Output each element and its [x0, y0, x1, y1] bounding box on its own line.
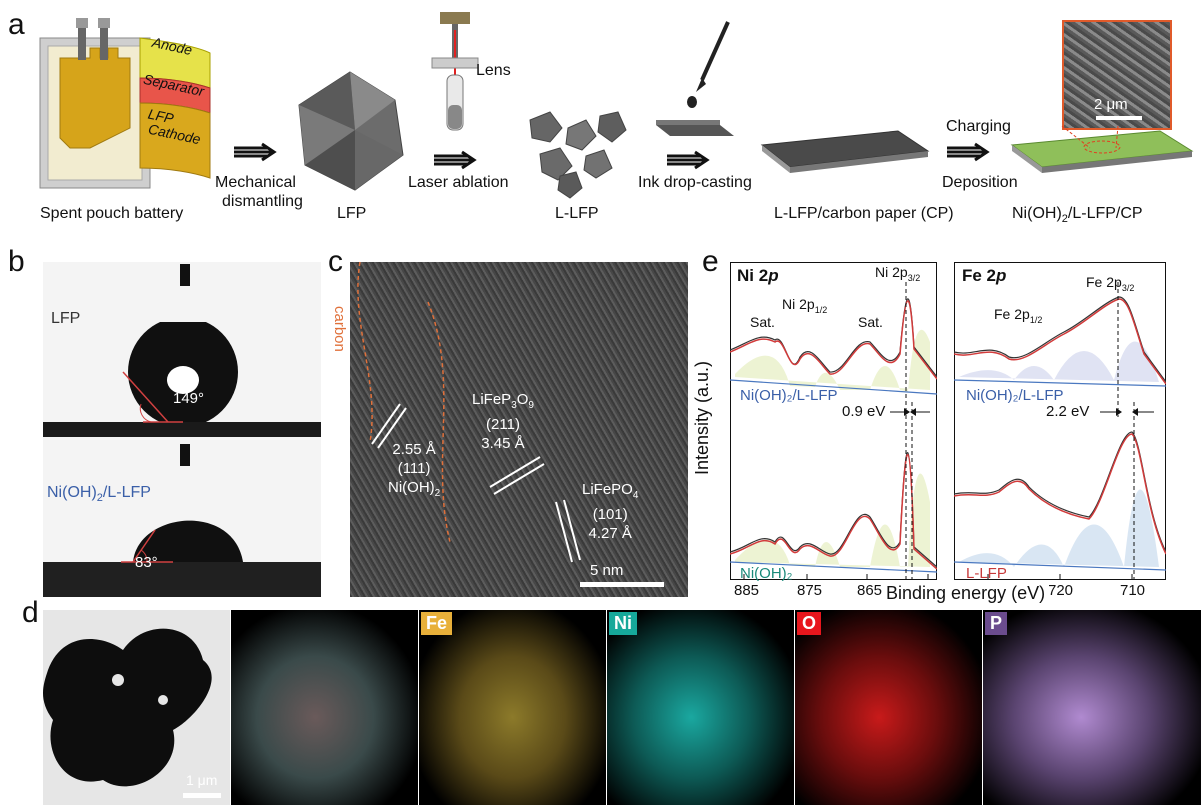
laser-setup-illustration — [431, 12, 479, 131]
o-badge: O — [797, 612, 822, 635]
step-dismantling: dismantling — [222, 193, 303, 210]
ni-shift: 0.9 eV — [842, 403, 886, 420]
arrow-icon — [947, 142, 990, 162]
fe-badge: Fe — [421, 612, 453, 635]
nioh2-contact-angle: 83° — [135, 554, 158, 571]
panel-label-a: a — [8, 8, 25, 41]
hrtem-scale-label: 5 nm — [590, 562, 624, 579]
caption-final: Ni(OH)2/L-LFP/CP — [1012, 205, 1143, 226]
p-map: P — [983, 610, 1201, 805]
arrow-icon — [667, 150, 710, 170]
overlay-map — [231, 610, 418, 805]
fe-2p12-label: Fe 2p1/2 — [994, 306, 1043, 325]
tem-particle — [43, 628, 212, 787]
arrow-icon — [234, 142, 277, 162]
lfp-particle-illustration — [298, 71, 404, 191]
ni-tick-885: 885 — [734, 582, 760, 599]
ni-badge: Ni — [609, 612, 637, 635]
carbon-paper-illustration — [760, 130, 930, 173]
fe-bottom-sample: L-LFP — [966, 565, 1007, 582]
fe-2p32-label: Fe 2p3/2 — [1086, 274, 1135, 293]
caption-l-lfp: L-LFP — [555, 205, 599, 222]
ni-bottom-sample: Ni(OH)₂ — [740, 565, 793, 582]
zoom-lines — [1061, 126, 1119, 149]
contact-angle-panel: LFP 149° Ni(OH)2/L-LFP 83° — [43, 262, 321, 597]
caption-l-lfp-cp: L-LFP/carbon paper (CP) — [774, 205, 954, 222]
lfp-droplet-label: LFP — [51, 310, 81, 327]
ni-sat2-label: Sat. — [858, 314, 883, 330]
fe-tick-710: 710 — [1120, 582, 1146, 599]
drop-casting-illustration — [656, 21, 734, 136]
step-mechanical: Mechanical — [215, 174, 296, 191]
hrtem-scale-bar — [580, 582, 664, 587]
lfp-droplet — [43, 322, 321, 437]
panel-label-b: b — [8, 245, 25, 278]
panel-label-d: d — [22, 596, 39, 629]
lfp-contact-angle: 149° — [173, 390, 205, 407]
ni-tick-875: 875 — [797, 582, 823, 599]
ni-2p32-label: Ni 2p3/2 — [875, 264, 921, 283]
lifepo4-lattice-label: LiFePO4 (101)4.27 Å — [582, 481, 639, 542]
fe-shift: 2.2 eV — [1046, 403, 1090, 420]
panel-label-c: c — [328, 245, 343, 278]
ni-sat1-label: Sat. — [750, 314, 775, 330]
hrtem-annotations — [357, 262, 581, 563]
caption-lfp: LFP — [337, 205, 367, 222]
sem-inset: 2 μm — [1062, 20, 1172, 130]
panel-label-e: e — [702, 245, 719, 278]
ni2p-plot — [730, 262, 937, 580]
fe2p-plot — [954, 262, 1166, 580]
ni-tick-865: 865 — [857, 582, 883, 599]
tem-scale-bar — [183, 793, 221, 798]
ni-2p12-label: Ni 2p1/2 — [782, 296, 828, 315]
pouch-battery-illustration — [39, 18, 211, 189]
fe2p-title: Fe 2p — [962, 266, 1007, 285]
fe-tick-720: 720 — [1048, 582, 1074, 599]
nioh2-cp-illustration — [1010, 130, 1194, 173]
sem-scale-label: 2 μm — [1094, 96, 1128, 113]
carbon-label: carbon — [331, 306, 348, 352]
needle-top — [180, 264, 190, 286]
fe-map: Fe — [419, 610, 606, 805]
lens-label: Lens — [476, 62, 511, 79]
caption-spent-pouch-battery: Spent pouch battery — [40, 205, 184, 222]
ni2p-title: Ni 2p — [737, 266, 779, 285]
p-badge: P — [985, 612, 1008, 635]
tem-scale-label: 1 μm — [186, 772, 218, 788]
l-lfp-particles-illustration — [529, 111, 627, 199]
step-deposition: Deposition — [942, 174, 1018, 191]
ni-map: Ni — [607, 610, 794, 805]
nioh2-droplet — [43, 520, 321, 597]
nioh2-lattice-label: 2.55 Å(111)Ni(OH)2 — [388, 441, 441, 499]
lifep3o9-lattice-label: LiFeP3O9 (211)3.45 Å — [472, 391, 534, 452]
sem-scale-bar — [1096, 116, 1142, 120]
needle-bottom — [180, 444, 190, 466]
step-ink-drop-casting: Ink drop-casting — [638, 174, 752, 191]
step-charging: Charging — [946, 118, 1011, 135]
hrtem-image: carbon 2.55 Å(111)Ni(OH)2 LiFeP3O9 (211)… — [331, 262, 688, 597]
x-axis-label: Binding energy (eV) — [882, 583, 1050, 604]
fe-top-sample: Ni(OH)₂/L-LFP — [966, 387, 1064, 404]
arrow-icon — [434, 150, 477, 170]
nioh2-droplet-label: Ni(OH)2/L-LFP — [47, 484, 151, 505]
y-axis-label: Intensity (a.u.) — [692, 360, 712, 475]
step-laser-ablation: Laser ablation — [408, 174, 509, 191]
tem-image: 1 μm — [43, 610, 230, 805]
o-map: O — [795, 610, 982, 805]
ni-top-sample: Ni(OH)₂/L-LFP — [740, 387, 838, 404]
